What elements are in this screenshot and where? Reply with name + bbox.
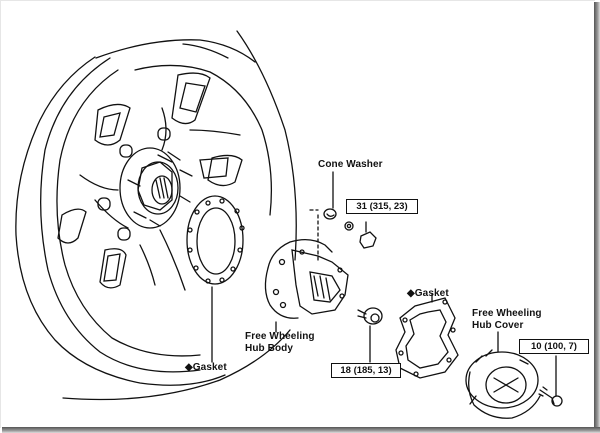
gasket-right-text: Gasket xyxy=(414,288,449,299)
hub-cover xyxy=(465,331,541,419)
frame-shadow-right xyxy=(594,2,600,433)
wheel-spokes xyxy=(57,72,243,291)
label-hub-cover-line2: Hub Cover xyxy=(472,320,524,331)
hub-body-bolt xyxy=(357,307,383,363)
label-hub-body-line2: Hub Body xyxy=(245,343,294,354)
frame-shadow-bottom xyxy=(2,427,600,433)
non-reusable-diamond-icon: ◆ xyxy=(407,288,415,299)
gasket-right xyxy=(395,293,459,379)
tire-outline xyxy=(15,30,297,401)
gasket-left-text: Gasket xyxy=(192,362,227,373)
label-gasket-right: ◆Gasket xyxy=(407,288,449,299)
torque-spec-hub-cover-bolt: 10 (100, 7) xyxy=(519,339,589,354)
non-reusable-diamond-icon: ◆ xyxy=(185,362,193,373)
hub-cover-bolt xyxy=(538,355,563,407)
cone-washer-part xyxy=(323,171,354,231)
gasket-left xyxy=(186,195,245,363)
label-gasket-left: ◆Gasket xyxy=(185,362,227,373)
label-cone-washer: Cone Washer xyxy=(318,159,383,170)
wheel-hub xyxy=(97,127,193,241)
label-hub-cover-line1: Free Wheeling xyxy=(472,308,542,319)
label-hub-body-line1: Free Wheeling xyxy=(245,331,315,342)
torque-spec-hub-body-bolt: 18 (185, 13) xyxy=(331,363,401,378)
hub-body xyxy=(264,209,349,333)
torque-spec-hub-nut: 31 (315, 23) xyxy=(346,199,418,214)
